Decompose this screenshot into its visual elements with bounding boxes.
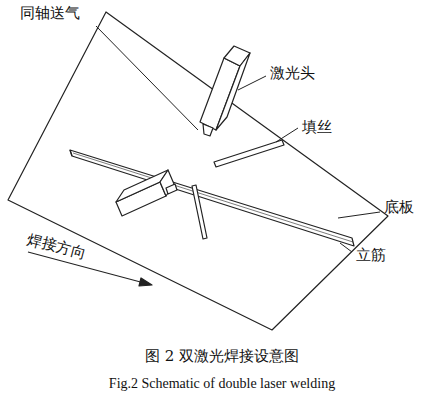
filler-wire: [214, 140, 284, 167]
stiffener: [70, 150, 354, 246]
caption: 图 2 双激光焊接设意图: [145, 347, 299, 366]
laser-head-lower: [116, 170, 177, 216]
direction-arrow: [28, 252, 152, 286]
part-label: 填丝: [302, 118, 332, 136]
part-label: 激光头: [270, 64, 315, 82]
leader-lines: [96, 26, 380, 252]
part-label: 底板: [384, 198, 414, 216]
laser-head-upper: [200, 46, 250, 136]
part-label: 立筋: [356, 246, 386, 264]
part-label: 同轴送气: [20, 4, 80, 22]
filler-wire-lower: [192, 185, 207, 239]
caption-english: Fig.2 Schematic of double laser welding: [109, 376, 335, 393]
base-plate: [8, 12, 388, 330]
